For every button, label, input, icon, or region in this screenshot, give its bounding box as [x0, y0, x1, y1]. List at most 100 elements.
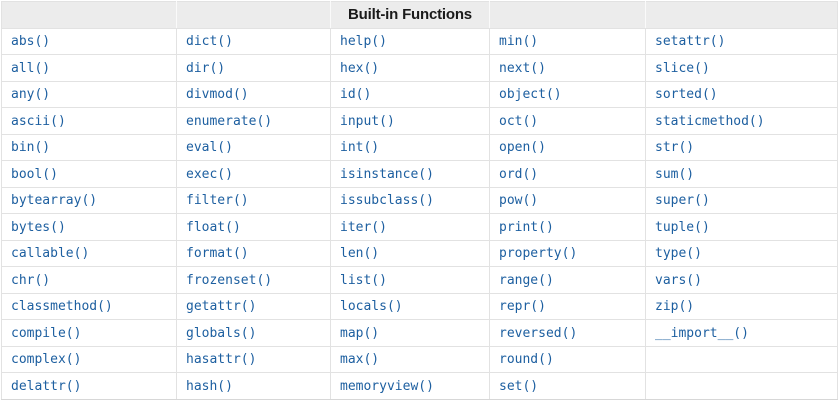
- function-link[interactable]: bytes(): [11, 219, 66, 235]
- function-link[interactable]: iter(): [340, 219, 387, 235]
- function-link[interactable]: all(): [11, 60, 51, 76]
- function-link[interactable]: ascii(): [11, 113, 66, 129]
- function-cell: min(): [489, 27, 646, 55]
- function-link[interactable]: isinstance(): [340, 166, 434, 182]
- function-cell: tuple(): [645, 213, 838, 241]
- function-link[interactable]: next(): [499, 60, 546, 76]
- function-cell: staticmethod(): [645, 107, 838, 135]
- function-link[interactable]: hash(): [186, 378, 233, 394]
- function-link[interactable]: filter(): [186, 193, 249, 209]
- function-link[interactable]: frozenset(): [186, 272, 273, 288]
- function-link[interactable]: abs(): [11, 34, 51, 50]
- function-link[interactable]: globals(): [186, 325, 257, 341]
- function-link[interactable]: min(): [499, 34, 539, 50]
- function-link[interactable]: input(): [340, 113, 395, 129]
- function-link[interactable]: bin(): [11, 140, 51, 156]
- function-link[interactable]: range(): [499, 272, 554, 288]
- function-link[interactable]: round(): [499, 352, 554, 368]
- function-link[interactable]: sum(): [655, 166, 695, 182]
- function-link[interactable]: map(): [340, 325, 380, 341]
- function-link[interactable]: tuple(): [655, 219, 710, 235]
- table-row: bytes() float() iter() print() tuple(): [1, 213, 838, 241]
- function-cell: map(): [330, 319, 490, 347]
- function-link[interactable]: __import__(): [655, 325, 749, 341]
- function-link[interactable]: sorted(): [655, 87, 718, 103]
- function-link[interactable]: dict(): [186, 34, 233, 50]
- function-cell: type(): [645, 239, 838, 267]
- function-link[interactable]: exec(): [186, 166, 233, 182]
- function-cell: chr(): [1, 266, 177, 294]
- function-cell: oct(): [489, 107, 646, 135]
- function-link[interactable]: open(): [499, 140, 546, 156]
- empty-cell: [645, 345, 838, 373]
- function-link[interactable]: str(): [655, 140, 695, 156]
- function-link[interactable]: set(): [499, 378, 539, 394]
- function-link[interactable]: bool(): [11, 166, 58, 182]
- table-row: any() divmod() id() object() sorted(): [1, 80, 838, 108]
- table-row: all() dir() hex() next() slice(): [1, 54, 838, 82]
- function-link[interactable]: help(): [340, 34, 387, 50]
- function-link[interactable]: callable(): [11, 246, 90, 262]
- function-link[interactable]: chr(): [11, 272, 51, 288]
- function-link[interactable]: issubclass(): [340, 193, 434, 209]
- function-link[interactable]: float(): [186, 219, 241, 235]
- function-link[interactable]: any(): [11, 87, 51, 103]
- function-link[interactable]: complex(): [11, 352, 82, 368]
- function-link[interactable]: type(): [655, 246, 702, 262]
- function-cell: any(): [1, 80, 177, 108]
- function-link[interactable]: format(): [186, 246, 249, 262]
- function-cell: set(): [489, 372, 646, 400]
- function-link[interactable]: memoryview(): [340, 378, 434, 394]
- function-cell: eval(): [176, 133, 331, 161]
- function-link[interactable]: vars(): [655, 272, 702, 288]
- builtin-functions-table: Built-in Functions abs()dict()help()min(…: [1, 1, 838, 400]
- function-link[interactable]: hasattr(): [186, 352, 257, 368]
- function-link[interactable]: hex(): [340, 60, 380, 76]
- function-link[interactable]: print(): [499, 219, 554, 235]
- function-link[interactable]: setattr(): [655, 34, 726, 50]
- function-link[interactable]: len(): [340, 246, 380, 262]
- table-row: bytearray() filter() issubclass() pow() supe…: [1, 186, 838, 214]
- function-cell: open(): [489, 133, 646, 161]
- function-link[interactable]: compile(): [11, 325, 82, 341]
- function-cell: __import__(): [645, 319, 838, 347]
- function-link[interactable]: classmethod(): [11, 299, 113, 315]
- function-cell: hex(): [330, 54, 490, 82]
- function-cell: next(): [489, 54, 646, 82]
- function-cell: hasattr(): [176, 345, 331, 373]
- function-link[interactable]: eval(): [186, 140, 233, 156]
- function-link[interactable]: list(): [340, 272, 387, 288]
- function-link[interactable]: zip(): [655, 299, 695, 315]
- function-link[interactable]: ord(): [499, 166, 539, 182]
- function-link[interactable]: enumerate(): [186, 113, 273, 129]
- function-link[interactable]: id(): [340, 87, 372, 103]
- function-link[interactable]: reversed(): [499, 325, 578, 341]
- function-link[interactable]: slice(): [655, 60, 710, 76]
- function-link[interactable]: divmod(): [186, 87, 249, 103]
- function-link[interactable]: max(): [340, 352, 380, 368]
- function-link[interactable]: getattr(): [186, 299, 257, 315]
- function-cell: max(): [330, 345, 490, 373]
- function-link[interactable]: delattr(): [11, 378, 82, 394]
- function-cell: callable(): [1, 239, 177, 267]
- function-link[interactable]: oct(): [499, 113, 539, 129]
- function-cell: issubclass(): [330, 186, 490, 214]
- table-row: chr() frozenset() list() range() vars(): [1, 266, 838, 294]
- function-link[interactable]: bytearray(): [11, 193, 98, 209]
- function-cell: input(): [330, 107, 490, 135]
- function-link[interactable]: staticmethod(): [655, 113, 765, 129]
- function-link[interactable]: pow(): [499, 193, 539, 209]
- function-cell: bytes(): [1, 213, 177, 241]
- function-cell: memoryview(): [330, 372, 490, 400]
- function-link[interactable]: int(): [340, 140, 380, 156]
- function-cell: hash(): [176, 372, 331, 400]
- function-link[interactable]: property(): [499, 246, 578, 262]
- function-link[interactable]: repr(): [499, 299, 546, 315]
- function-link[interactable]: locals(): [340, 299, 403, 315]
- function-cell: id(): [330, 80, 490, 108]
- function-cell: bool(): [1, 160, 177, 188]
- function-link[interactable]: dir(): [186, 60, 226, 76]
- function-cell: zip(): [645, 292, 838, 320]
- function-link[interactable]: object(): [499, 87, 562, 103]
- function-link[interactable]: super(): [655, 193, 710, 209]
